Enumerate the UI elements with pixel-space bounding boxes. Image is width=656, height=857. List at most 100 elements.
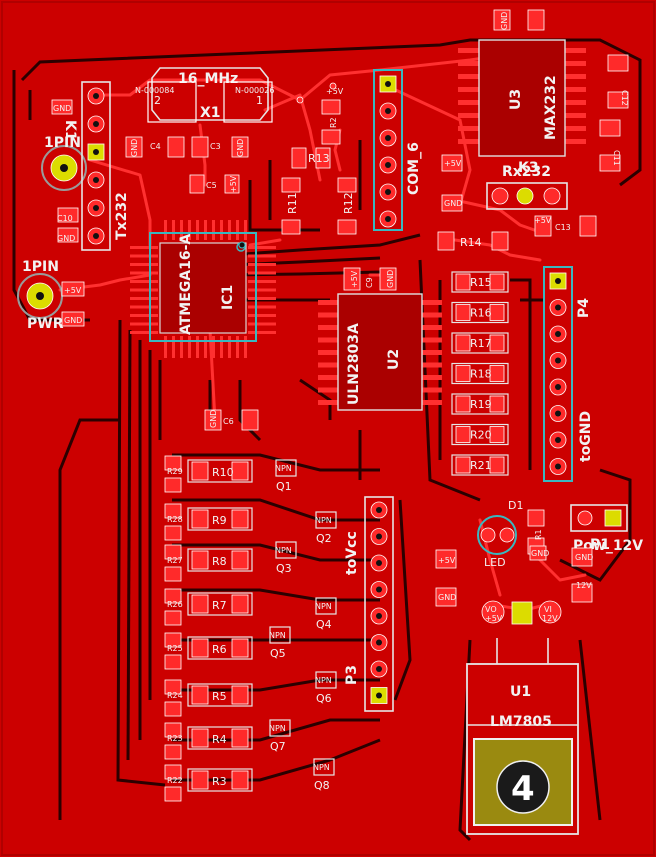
- pwr-vcc: +5V: [64, 286, 82, 295]
- header-pin-hole: [93, 233, 99, 239]
- header-pin-hole: [385, 162, 391, 168]
- u2-pin: [318, 337, 342, 343]
- header-pin-hole: [555, 463, 561, 470]
- resistor-pad: [191, 461, 209, 481]
- transistor-body: [275, 459, 297, 477]
- resistor-pad: [231, 728, 249, 748]
- u2-pin: [318, 375, 342, 380]
- ic1-pin: [172, 336, 175, 358]
- resistor-ref: R8: [212, 555, 227, 568]
- u2-pin: [418, 387, 442, 393]
- resistor-pad: [164, 610, 182, 626]
- ic1-pin: [248, 331, 276, 334]
- c12-ref: C12: [620, 90, 629, 106]
- resistor-pad: [231, 685, 249, 705]
- ic1-pin: [196, 220, 199, 240]
- u3-max232: U3 MAX232: [458, 39, 586, 157]
- ic1-pin: [248, 271, 276, 275]
- c6-gnd: GND: [209, 410, 218, 428]
- resistor-small-ref: R23: [167, 734, 183, 743]
- pwr-ref: PWR: [27, 316, 64, 332]
- resistor-pad: [191, 685, 209, 705]
- crystal-ref: X1: [200, 105, 221, 121]
- c14-vcc: +5V: [438, 556, 456, 565]
- resistor-ref: R3: [212, 775, 227, 788]
- u2-pin: [318, 400, 342, 405]
- d1-label: LED: [484, 556, 506, 569]
- u1-vi-net: 12V: [542, 614, 558, 623]
- c1-v12: 12V: [576, 581, 592, 590]
- transistor-ref: Q7: [270, 740, 286, 753]
- c5-ref: C5: [206, 181, 217, 190]
- com-header: COM_6: [373, 69, 422, 231]
- header-pin-hole: [385, 189, 391, 195]
- ic1-pin: [164, 220, 167, 240]
- u2-ref: U2: [386, 349, 402, 370]
- p4-label: toGND: [578, 411, 594, 462]
- transistor-body: [269, 626, 291, 644]
- crystal-net1: N-000084: [135, 86, 174, 95]
- c10-gnd: GND: [57, 234, 75, 243]
- header-pin-hole: [93, 177, 99, 183]
- k2-header: Tx232: [81, 81, 130, 251]
- p4-header: P4 toGND: [543, 266, 594, 482]
- resistor-ref: R9: [212, 514, 227, 527]
- resistor-pad: [489, 304, 505, 321]
- c8-gnd: GND: [444, 199, 462, 208]
- ic1-pin: [196, 336, 199, 358]
- resistor-outline: [187, 683, 253, 707]
- header-pin-hole: [555, 357, 561, 364]
- ic1-pin: [248, 263, 276, 266]
- resistor-ref: R19: [470, 398, 492, 411]
- header-pin-hole: [376, 533, 382, 540]
- resistor-outline: [451, 332, 509, 354]
- resistor-pad: [489, 395, 505, 413]
- resistor-pad: [231, 550, 249, 570]
- resistor-small-ref: R28: [167, 515, 183, 524]
- resistor-outline: [187, 636, 253, 660]
- misc-components: R13 R11 R12 R14 R1 R2 +5V C4 GND C3 GND …: [51, 9, 629, 607]
- ic1-pin: [248, 314, 276, 317]
- ic1-pin: [172, 220, 175, 240]
- ic1-pin: [130, 314, 158, 317]
- resistor-pad: [164, 566, 182, 582]
- u2-pin: [418, 350, 442, 355]
- header-pin-hole: [376, 560, 382, 566]
- ic1-pin: [204, 220, 207, 240]
- u3-pin: [562, 126, 586, 131]
- ic1-pin: [248, 280, 276, 283]
- u2-pins: [318, 300, 442, 405]
- c1-gnd: GND: [575, 553, 593, 562]
- u2-pin: [418, 400, 442, 405]
- header-pin-hole: [555, 304, 561, 311]
- ic1-pin: [220, 336, 223, 358]
- r12-ref: R12: [342, 192, 355, 214]
- ic1-pin: [248, 297, 276, 300]
- u3-ref: U3: [508, 89, 524, 110]
- resistor-pad: [164, 701, 182, 717]
- resistor-pad: [164, 764, 182, 780]
- u2-uln2803a: ULN2803A U2: [318, 293, 442, 411]
- u3-pin: [562, 113, 586, 118]
- u2-pin: [318, 350, 342, 355]
- c9-gnd: GND: [386, 270, 395, 288]
- resistor-pad: [489, 365, 505, 382]
- header-pin-hole: [385, 81, 391, 87]
- p3-pins: [370, 501, 388, 704]
- transistor-body: [315, 511, 337, 529]
- ic1-pin: [248, 288, 276, 292]
- resistor-pad: [191, 770, 209, 790]
- resistor-ref: R7: [212, 599, 227, 612]
- resistor-outline: [451, 454, 509, 476]
- transistor-type: NPN: [313, 763, 330, 772]
- resistor-pad: [191, 509, 209, 529]
- transistor-body: [315, 671, 337, 689]
- ic1-pin: [220, 220, 223, 240]
- p4-ref: P4: [576, 298, 592, 318]
- u2-pin: [318, 300, 342, 305]
- ic1-pin: [180, 336, 183, 358]
- c10-ref: C10: [57, 214, 73, 223]
